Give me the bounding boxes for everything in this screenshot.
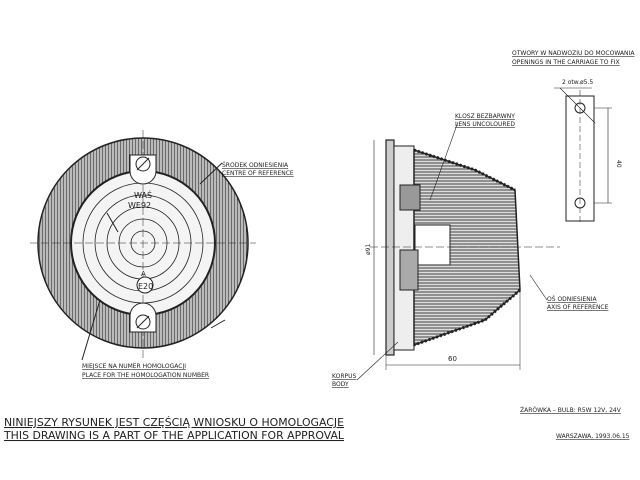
body-label-pl: KORPUS: [332, 373, 357, 380]
homolog-label-pl: MIEJSCE NA NUMER HOMOLOGACJI: [82, 363, 186, 370]
centre-label-pl: ŚRODEK ODNIESIENIA: [222, 162, 289, 169]
approval-mark-e: E20: [138, 282, 153, 291]
e-mark-circle: [136, 276, 154, 294]
top-mount-hole: [129, 154, 157, 185]
place-date: WARSZAWA, 1993.06.15: [556, 433, 630, 440]
bulb-spec: ŻARÓWKA – BULB: R5W 12V, 24V: [520, 407, 622, 414]
body-label-en: BODY: [332, 381, 349, 388]
lens-label-pl: KLOSZ BEZBARWNY: [455, 113, 515, 120]
openings-label-pl: OTWORY W NADWOZIU DO MOCOWANIA: [512, 50, 635, 57]
axis-label-en: AXIS OF REFERENCE: [547, 304, 609, 311]
openings-label-en: OPENINGS IN THE CARRIAGE TO FIX: [512, 59, 620, 66]
hole-spacing-dimension: 40: [615, 160, 622, 168]
lens-label-en: LENS UNCOLOURED: [455, 121, 515, 128]
approval-mark-was: WAŚ: [134, 189, 152, 200]
diameter-dimension: ø91: [365, 244, 372, 255]
footer-note-pl: NINIEJSZY RYSUNEK JEST CZĘŚCIĄ WNIOSKU O…: [4, 416, 344, 429]
axis-label-pl: OŚ ODNIESIENIA: [547, 296, 597, 303]
side-view: [356, 121, 560, 381]
centre-label-en: CENTRE OF REFERENCE: [222, 170, 294, 177]
footer-note-en: THIS DRAWING IS A PART OF THE APPLICATIO…: [3, 430, 344, 442]
holes-label: 2 otw.ø5.5: [562, 79, 593, 86]
front-view: [30, 130, 256, 361]
approval-mark-a: A: [141, 270, 146, 278]
mounting-detail: [554, 87, 612, 225]
bottom-mount-hole: [129, 302, 157, 333]
depth-dimension: 60: [448, 355, 457, 363]
approval-mark-we: WE92: [128, 201, 151, 210]
homolog-label-en: PLACE FOR THE HOMOLOGATION NUMBER: [82, 372, 209, 379]
